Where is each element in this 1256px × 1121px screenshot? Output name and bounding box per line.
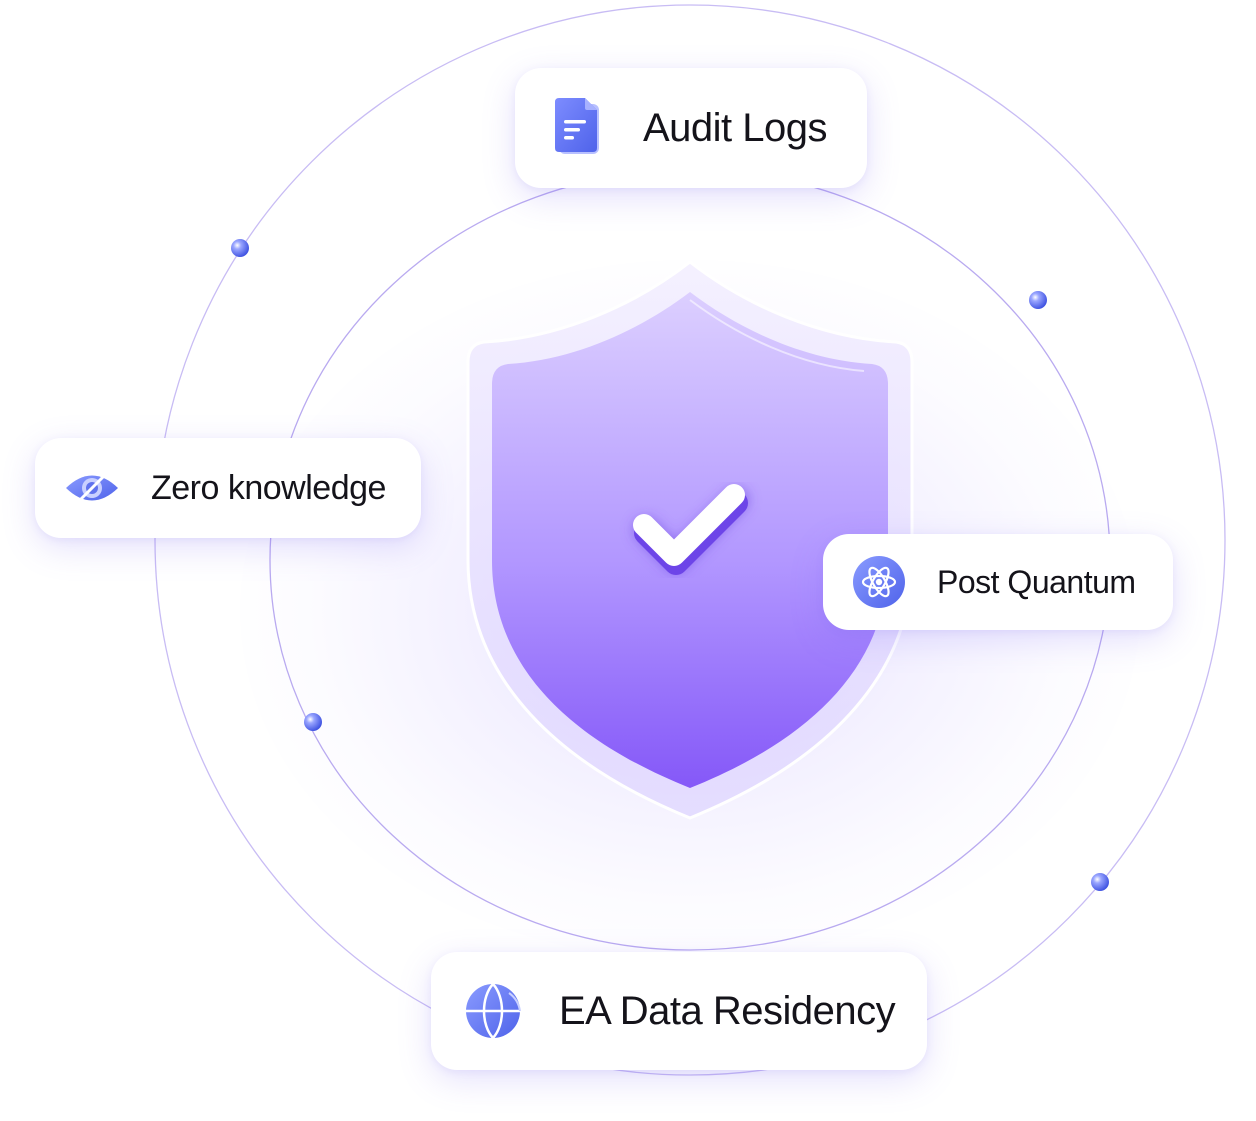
globe-icon (463, 981, 523, 1041)
shield-check-icon (466, 260, 914, 820)
orbit-dot (304, 713, 322, 731)
orbit-dot (231, 239, 249, 257)
feature-label: EA Data Residency (559, 988, 896, 1033)
eye-icon (63, 465, 121, 511)
feature-label: Audit Logs (643, 105, 828, 150)
feature-card-zero-knowledge: Zero knowledge (35, 438, 421, 538)
feature-card-ea-data-residency: EA Data Residency (431, 952, 927, 1070)
orbit-dot (1029, 291, 1047, 309)
document-icon (551, 96, 605, 160)
outer-orbit (154, 4, 1226, 1076)
atom-icon (851, 554, 907, 610)
orbit-dots (231, 239, 1109, 891)
feature-label: Post Quantum (937, 563, 1136, 600)
orbit-dot (1091, 873, 1109, 891)
feature-card-post-quantum: Post Quantum (823, 534, 1173, 630)
feature-label: Zero knowledge (151, 468, 386, 507)
feature-card-audit-logs: Audit Logs (515, 68, 867, 188)
